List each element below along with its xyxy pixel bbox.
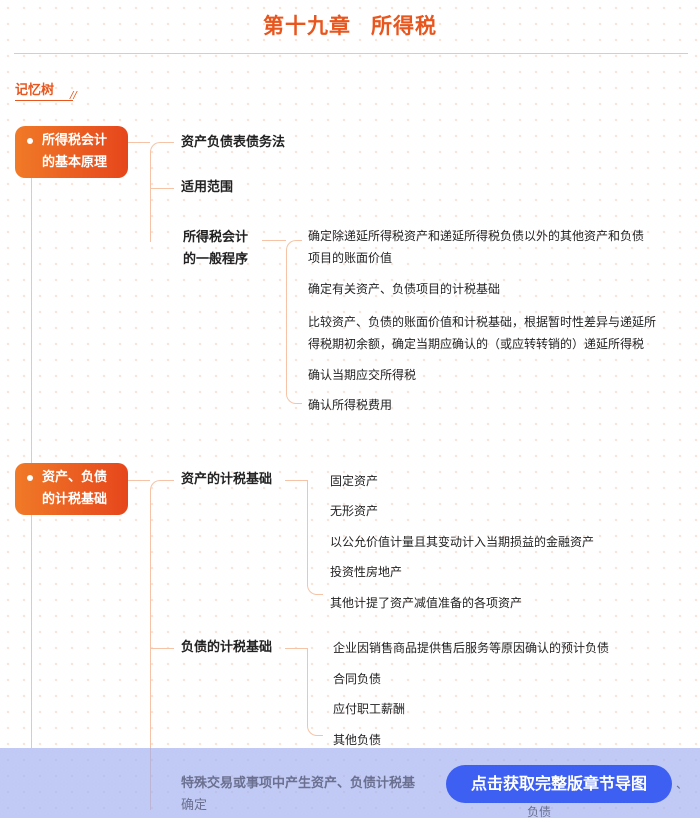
leaf-item[interactable]: 投资性房地产: [330, 565, 403, 579]
page-title: 第十九章所得税: [0, 10, 700, 40]
leaf-item[interactable]: 确定有关资产、负债项目的计税基础: [308, 282, 501, 296]
connector: [262, 240, 286, 241]
section-label: 记忆树: [15, 83, 55, 98]
node-label: 所得税会计: [42, 133, 108, 148]
leaf-item[interactable]: 确认所得税费用: [308, 398, 393, 412]
leaf-item[interactable]: 得税期初余额，确定当期应确认的（或应转转销的）递延所得税: [308, 337, 645, 351]
branch-label: 的一般程序: [183, 252, 249, 267]
leaf-item[interactable]: 无形资产: [330, 504, 379, 518]
leaf-item[interactable]: 确定除递延所得税资产和递延所得税负债以外的其他资产和负债: [308, 229, 645, 243]
leaf-item[interactable]: 其他负债: [333, 733, 382, 747]
connector: [128, 142, 150, 143]
leaf-fragment: 、: [676, 777, 689, 791]
mind-node-tax-accounting-basics[interactable]: 所得税会计 的基本原理: [15, 126, 128, 178]
leaf-item[interactable]: 以公允价值计量且其变动计入当期损益的金融资产: [330, 535, 595, 549]
leaf-item[interactable]: 比较资产、负债的账面价值和计税基础，根据暂时性差异与递延所: [308, 315, 657, 329]
branch-balance-sheet-debt-method[interactable]: 资产负债表债务法: [181, 135, 286, 150]
leaf-fragment: 负债: [527, 805, 552, 819]
connector: [286, 268, 302, 404]
leaf-item[interactable]: 合同负债: [333, 672, 382, 686]
section-underline: [15, 100, 73, 101]
leaf-item[interactable]: 应付职工薪酬: [333, 702, 406, 716]
connector: [307, 480, 323, 595]
node-label: 资产、负债: [42, 470, 108, 485]
leaf-item[interactable]: 确认当期应交所得税: [308, 368, 417, 382]
connector: [307, 648, 323, 736]
branch-label: 确定: [181, 798, 208, 813]
connector: [285, 480, 307, 481]
connector: [150, 188, 174, 189]
chapter-title: 所得税: [371, 14, 437, 38]
connector: [286, 240, 302, 270]
connector: [285, 648, 307, 649]
leaf-item[interactable]: 项目的账面价值: [308, 251, 393, 265]
mind-node-tax-base[interactable]: 资产、负债 的计税基础: [15, 463, 128, 515]
branch-liability-tax-base[interactable]: 负债的计税基础: [181, 640, 273, 655]
get-full-mindmap-button[interactable]: 点击获取完整版章节导图: [446, 765, 672, 803]
title-divider: [14, 53, 688, 54]
branch-scope[interactable]: 适用范围: [181, 180, 234, 195]
branch-label: 特殊交易或事项中产生资产、负债计税基: [181, 776, 416, 791]
node-label: 的计税基础: [42, 492, 108, 507]
connector: [128, 480, 150, 481]
branch-label: 所得税会计: [183, 230, 249, 245]
leaf-item[interactable]: 其他计提了资产减值准备的各项资产: [330, 596, 523, 610]
leaf-item[interactable]: 固定资产: [330, 474, 379, 488]
chapter-number: 第十九章: [263, 14, 351, 38]
branch-special-transactions[interactable]: 特殊交易或事项中产生资产、负债计税基 确定: [181, 773, 415, 817]
connector: [150, 480, 174, 810]
connector: [150, 648, 174, 649]
connector: [150, 142, 174, 242]
leaf-item[interactable]: 企业因销售商品提供售后服务等原因确认的预计负债: [333, 641, 610, 655]
node-label: 的基本原理: [42, 155, 108, 170]
branch-asset-tax-base[interactable]: 资产的计税基础: [181, 472, 273, 487]
branch-general-procedure[interactable]: 所得税会计 的一般程序: [183, 227, 248, 271]
decorative-slashes: //: [70, 90, 77, 101]
